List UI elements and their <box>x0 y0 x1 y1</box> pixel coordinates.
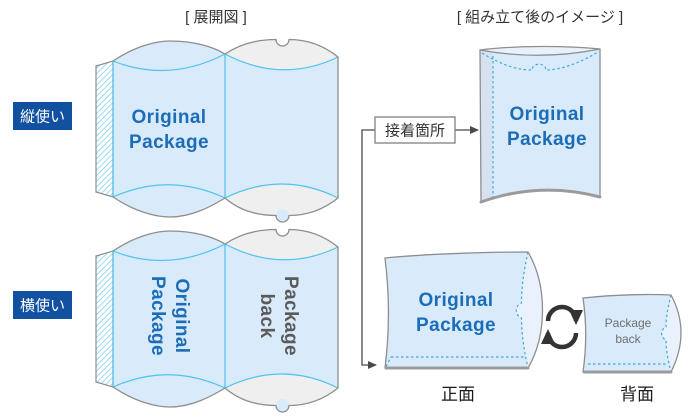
horizontal-use-label-text: 横使い <box>20 298 65 315</box>
glue-flap-hatched <box>95 250 114 388</box>
right-end-panel <box>661 295 681 372</box>
glue-flap-hatched <box>95 60 114 198</box>
assembled-front-line1: Original <box>419 290 494 311</box>
svg-text:Package: Package <box>147 276 168 356</box>
top-end-flap <box>225 39 338 70</box>
vertical-use-label-bg <box>13 102 72 130</box>
unfolded-horizontal-front-text: Original Package <box>147 276 192 356</box>
svg-text:back: back <box>256 294 277 339</box>
top-end-flap <box>225 229 338 260</box>
svg-text:Original: Original <box>171 279 192 354</box>
bottom-end-flap <box>225 374 338 406</box>
glue-label-text: 接着箇所 <box>385 123 445 140</box>
glue-label-box <box>374 116 456 144</box>
back-caption: 背面 <box>620 385 654 404</box>
horizontal-use-label: 横使い <box>13 291 72 319</box>
front-caption: 正面 <box>441 385 475 404</box>
horizontal-use-label-bg <box>13 291 72 319</box>
unfolded-vertical-template: Original Package <box>95 38 339 223</box>
glue-callout: 接着箇所 <box>361 116 479 369</box>
assembled-back-line1: Package <box>605 316 652 330</box>
assembled-section-title: [ 組み立て後のイメージ ] <box>457 9 623 26</box>
assembled-vertical-box: Original Package <box>479 45 602 204</box>
assembled-back-line2: back <box>615 332 641 346</box>
bottom-end-flap <box>225 184 338 216</box>
side-panel <box>480 49 493 202</box>
unfolded-vertical-front-line2: Package <box>129 132 209 153</box>
vertical-use-label-text: 縦使い <box>20 109 65 126</box>
assembled-front-box: Original Package 正面 <box>384 251 544 404</box>
unfolded-section-title: [ 展開図 ] <box>185 9 247 26</box>
vertical-use-label: 縦使い <box>13 102 72 130</box>
assembled-front-line2: Package <box>416 315 496 336</box>
unfolded-horizontal-template <box>95 228 339 413</box>
assembled-back-box: Package back 背面 <box>582 293 682 404</box>
unfolded-vertical-front-line1: Original <box>132 107 207 128</box>
unfolded-horizontal-back-text: Package back <box>256 276 301 356</box>
assembled-vertical-line1: Original <box>510 104 585 125</box>
flip-rotation-icon <box>541 304 583 350</box>
assembled-vertical-line2: Package <box>507 129 587 150</box>
svg-text:Package: Package <box>280 276 301 356</box>
